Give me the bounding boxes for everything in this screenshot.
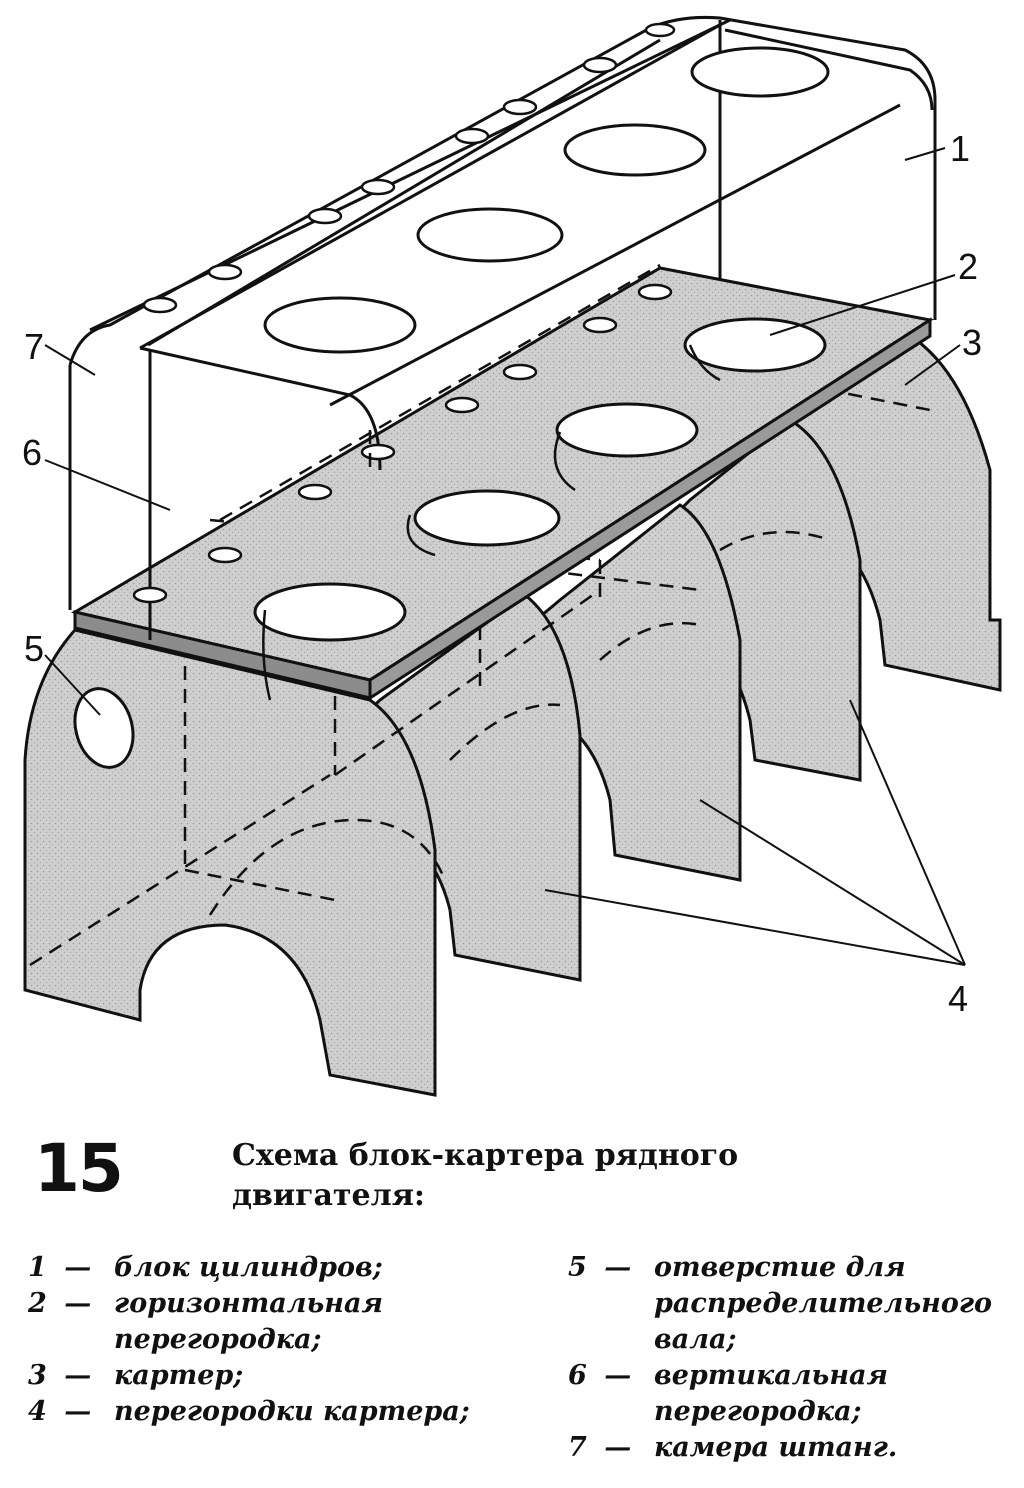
callout-6: 6 bbox=[22, 432, 43, 473]
legend-num: 6 bbox=[568, 1360, 587, 1391]
legend-num: 7 bbox=[568, 1432, 587, 1463]
figure-caption: Схема блок-картера рядного двигателя: bbox=[232, 1138, 739, 1213]
legend-text: камера штанг. bbox=[654, 1432, 898, 1463]
legend-text: картер; bbox=[114, 1360, 244, 1391]
legend-text: блок цилиндров; bbox=[114, 1252, 383, 1283]
callout-2: 2 bbox=[958, 246, 979, 287]
legend-num: 1 bbox=[28, 1252, 47, 1283]
callout-5: 5 bbox=[24, 628, 45, 669]
plate-hole-1 bbox=[253, 582, 407, 642]
legend-item-1: 1 — блок цилиндров; bbox=[28, 1252, 383, 1283]
figure-number: 15 bbox=[34, 1130, 124, 1207]
plate-hole-4 bbox=[683, 317, 827, 373]
legend-item-3: 3 — картер; bbox=[28, 1360, 244, 1391]
legend-num: 5 bbox=[568, 1252, 587, 1283]
legend-num: 2 bbox=[28, 1288, 47, 1319]
legend-item-4: 4 — перегородки картера; bbox=[28, 1396, 470, 1427]
top-bore-1 bbox=[263, 296, 417, 354]
plate-hole-2 bbox=[413, 489, 561, 547]
pushrod-holes bbox=[132, 22, 676, 604]
camshaft-hole bbox=[73, 687, 135, 769]
cylinder-block bbox=[68, 15, 937, 640]
callout-1: 1 bbox=[950, 128, 971, 169]
top-bores bbox=[263, 46, 830, 354]
leader-lines bbox=[44, 147, 966, 966]
legend-text: вертикальная перегородка; bbox=[654, 1360, 888, 1427]
legend-item-5: 5 — отверстие для распределительного вал… bbox=[568, 1252, 993, 1355]
legend-num: 4 bbox=[28, 1396, 47, 1427]
top-bore-2 bbox=[416, 207, 564, 263]
callout-7: 7 bbox=[24, 326, 45, 367]
top-bore-3 bbox=[563, 123, 707, 177]
horizontal-partition bbox=[70, 266, 934, 701]
legend-text: отверстие для распределительного вала; bbox=[654, 1252, 993, 1355]
legend-text: горизонтальная перегородка; bbox=[114, 1288, 383, 1355]
callout-4: 4 bbox=[948, 978, 969, 1019]
legend-right-column: 5 — отверстие для распределительного вал… bbox=[568, 1250, 1008, 1466]
legend-item-2: 2 — горизонтальная перегородка; bbox=[28, 1288, 383, 1355]
legend-item-7: 7 — камера штанг. bbox=[568, 1432, 898, 1463]
legend-text: перегородки картера; bbox=[114, 1396, 470, 1427]
legend-left-column: 1 — блок цилиндров; 2 — горизонтальная п… bbox=[28, 1250, 488, 1430]
legend-num: 3 bbox=[28, 1360, 47, 1391]
top-bore-4 bbox=[690, 46, 830, 98]
callout-3: 3 bbox=[962, 322, 983, 363]
engine-block-diagram bbox=[23, 15, 1002, 1097]
plate-hole-3 bbox=[555, 402, 699, 458]
legend-item-6: 6 — вертикальная перегородка; bbox=[568, 1360, 888, 1427]
